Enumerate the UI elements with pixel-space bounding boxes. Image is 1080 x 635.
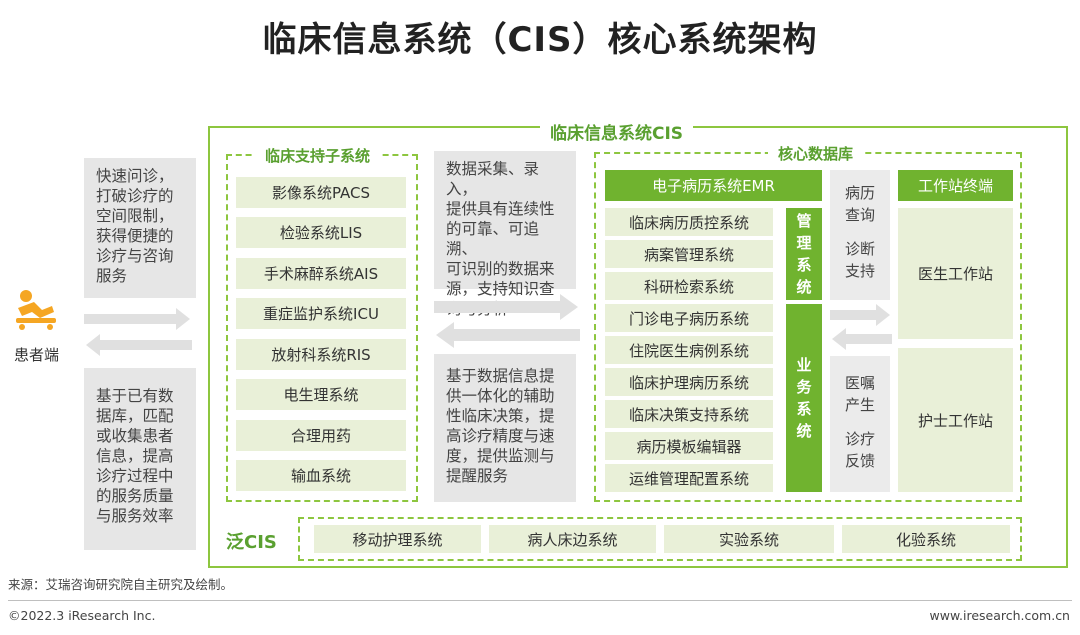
text-line: 数据采集、录入， xyxy=(446,160,540,198)
workstation-terminal: 工作站终端 xyxy=(898,170,1013,201)
order-feedback-flow: 医嘱 产生 诊疗 反馈 xyxy=(830,356,890,492)
label-char: 系 xyxy=(796,256,812,274)
text-line: 打破诊疗的 xyxy=(96,187,174,205)
core-item: 门诊电子病历系统 xyxy=(605,304,773,332)
text-line: 的可靠、可追溯、 xyxy=(446,220,540,258)
text-line: 与服务效率 xyxy=(96,507,174,525)
support-subsystem-title: 临床支持子系统 xyxy=(255,145,381,166)
label-char: 系 xyxy=(796,400,812,418)
text-line: 获得便捷的 xyxy=(96,227,174,245)
text-line: 据库，匹配 xyxy=(96,407,174,425)
text-line: 快速问诊， xyxy=(96,167,174,185)
arrow-left-icon xyxy=(832,328,892,350)
pan-cis-item: 移动护理系统 xyxy=(314,525,481,553)
label-char: 统 xyxy=(796,422,812,440)
support-item: 输血系统 xyxy=(236,460,406,491)
patient-benefit-top: 快速问诊， 打破诊疗的 空间限制， 获得便捷的 诊疗与咨询 服务 xyxy=(84,158,196,298)
support-item: 重症监护系统ICU xyxy=(236,298,406,329)
core-item: 临床病历质控系统 xyxy=(605,208,773,236)
decision-support-description: 基于数据信息提 供一体化的辅助 性临床决策，提 高诊疗精度与速 度，提供监测与 … xyxy=(434,354,576,502)
text-line: 空间限制， xyxy=(96,207,174,225)
text-line: 反馈 xyxy=(844,452,875,470)
nurse-workstation: 护士工作站 xyxy=(898,348,1013,492)
doctor-workstation: 医生工作站 xyxy=(898,208,1013,339)
text-line: 信息，提高 xyxy=(96,447,174,465)
patient-label: 患者端 xyxy=(14,346,60,364)
support-item: 合理用药 xyxy=(236,420,406,451)
core-database-title: 核心数据库 xyxy=(768,143,864,164)
text-line: 提供具有连续性 xyxy=(446,200,555,218)
text-line: 源，支持知识查 xyxy=(446,280,555,298)
arrow-left-icon xyxy=(436,322,580,348)
text-line: 性临床决策，提 xyxy=(446,407,555,425)
text-line xyxy=(830,416,890,428)
pan-cis-item: 病人床边系统 xyxy=(489,525,656,553)
core-item: 病案管理系统 xyxy=(605,240,773,268)
arrow-right-icon xyxy=(434,294,578,320)
text-line: 产生 xyxy=(844,396,875,414)
text-line: 度，提供监测与 xyxy=(446,447,555,465)
label-char: 管 xyxy=(796,212,812,230)
text-line: 医嘱 xyxy=(844,374,875,392)
text-line: 或收集患者 xyxy=(96,427,174,445)
arrow-right-icon xyxy=(830,304,890,326)
label-char: 理 xyxy=(796,234,812,252)
cis-title: 临床信息系统CIS xyxy=(540,119,694,144)
arrow-right-icon xyxy=(84,308,190,330)
text-line: 基于已有数 xyxy=(96,387,174,405)
text-line xyxy=(830,226,890,238)
text-line: 诊断 xyxy=(844,240,875,258)
text-line: 高诊疗精度与速 xyxy=(446,427,555,445)
text-line: 查询 xyxy=(844,206,875,224)
data-collection-description: 数据采集、录入， 提供具有连续性 的可靠、可追溯、 可识别的数据来 源，支持知识… xyxy=(434,151,576,318)
pan-cis-item: 实验系统 xyxy=(664,525,834,553)
support-item: 放射科系统RIS xyxy=(236,339,406,370)
record-query-flow: 病历 查询 诊断 支持 xyxy=(830,170,890,300)
core-item: 临床决策支持系统 xyxy=(605,400,773,428)
core-item: 科研检索系统 xyxy=(605,272,773,300)
text-line: 支持 xyxy=(844,262,875,280)
pan-cis-label: 泛CIS xyxy=(226,532,277,553)
page-title: 临床信息系统（CIS）核心系统架构 xyxy=(262,20,818,60)
patient-benefit-bottom: 基于已有数 据库，匹配 或收集患者 信息，提高 诊疗过程中 的服务质量 与服务效… xyxy=(84,368,196,550)
management-system-label: 管 理 系 统 xyxy=(786,208,822,300)
text-line: 可识别的数据来 xyxy=(446,260,555,278)
label-char: 统 xyxy=(796,278,812,296)
pan-cis-item: 化验系统 xyxy=(842,525,1010,553)
support-item: 影像系统PACS xyxy=(236,177,406,208)
core-item: 临床护理病历系统 xyxy=(605,368,773,396)
footer-divider xyxy=(8,600,1072,601)
text-line: 的服务质量 xyxy=(96,487,174,505)
label-char: 业 xyxy=(796,356,812,374)
text-line: 服务 xyxy=(96,267,128,285)
text-line: 提醒服务 xyxy=(446,467,509,485)
text-line: 诊疗与咨询 xyxy=(96,247,174,265)
text-line: 诊疗过程中 xyxy=(96,467,174,485)
support-item: 检验系统LIS xyxy=(236,217,406,248)
core-item: 住院医生病例系统 xyxy=(605,336,773,364)
text-line: 基于数据信息提 xyxy=(446,367,555,385)
pan-cis-box xyxy=(298,517,1022,561)
label-char: 务 xyxy=(796,378,812,396)
support-item: 电生理系统 xyxy=(236,379,406,410)
patient-icon xyxy=(12,288,68,330)
website-link[interactable]: www.iresearch.com.cn xyxy=(929,608,1071,623)
core-item: 运维管理配置系统 xyxy=(605,464,773,492)
copyright: ©2022.3 iResearch Inc. xyxy=(8,608,156,623)
text-line: 诊疗 xyxy=(844,430,875,448)
support-item: 手术麻醉系统AIS xyxy=(236,258,406,289)
text-line: 供一体化的辅助 xyxy=(446,387,555,405)
arrow-left-icon xyxy=(86,334,192,356)
source-note: 来源：艾瑞咨询研究院自主研究及绘制。 xyxy=(8,577,234,592)
emr-system: 电子病历系统EMR xyxy=(605,170,822,201)
text-line: 病历 xyxy=(844,184,875,202)
business-system-label: 业 务 系 统 xyxy=(786,304,822,492)
core-item: 病历模板编辑器 xyxy=(605,432,773,460)
